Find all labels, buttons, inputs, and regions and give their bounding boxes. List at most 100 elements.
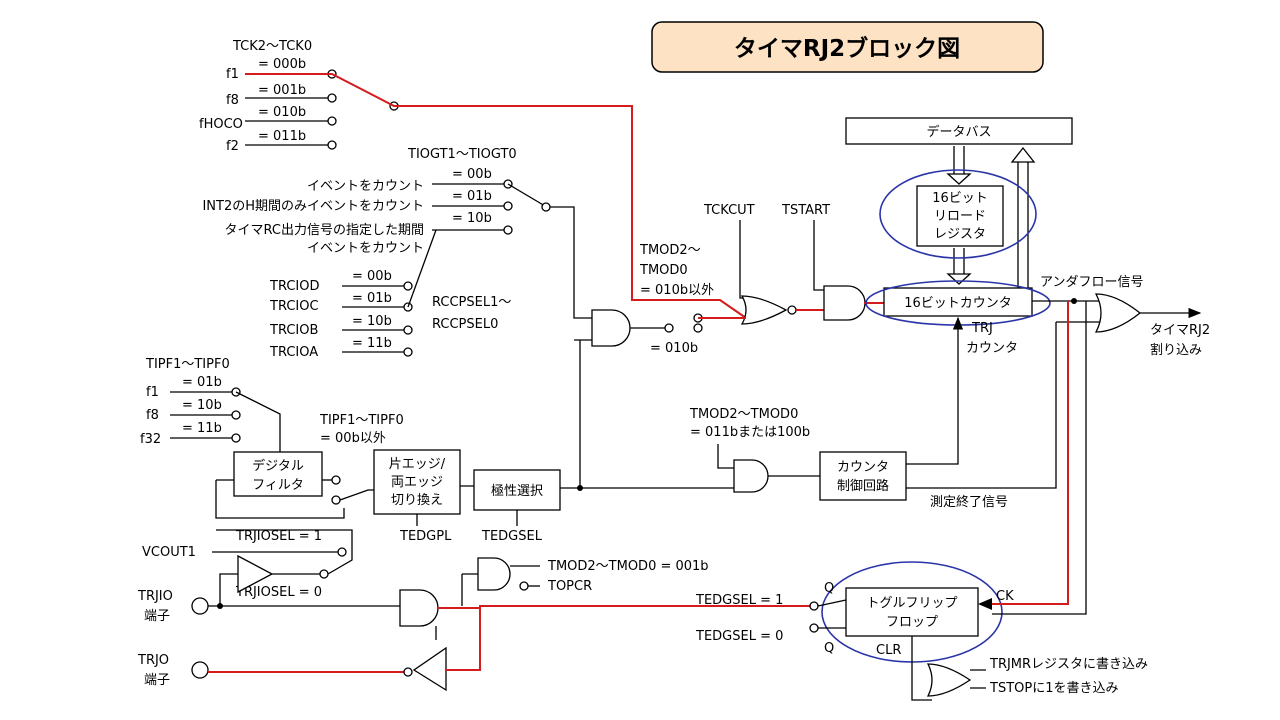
tck-code-0: = 000b: [258, 57, 306, 72]
trj-counter-label: カウンタ: [966, 341, 1018, 356]
edge-select-box: [373, 449, 461, 515]
tipf-other-1: TIPF1～TIPF0: [319, 413, 404, 428]
trj-label: TRJ: [971, 321, 993, 336]
clk-fhoco: fHOCO: [199, 117, 243, 132]
tipf-header: TIPF1～TIPF0: [145, 357, 230, 372]
tmod-eq: = 010b: [650, 341, 698, 356]
clk-f2: f2: [226, 139, 239, 154]
tedgsel1-label: TEDGSEL = 1: [695, 593, 783, 608]
tedgpl-label: TEDGPL: [399, 529, 452, 544]
gate-and-start: [823, 285, 866, 321]
gate-or-clear: [926, 663, 972, 697]
tstart-label: TSTART: [781, 203, 830, 218]
svg-text:制御回路: 制御回路: [837, 478, 889, 494]
underflow-label: アンダフロー信号: [1040, 275, 1143, 290]
trjio-label-2: 端子: [144, 609, 170, 624]
tck-code-3: = 011b: [258, 129, 306, 144]
trjiosel-1: TRJIOSEL = 1: [235, 529, 322, 544]
gate-item-0: イベントをカウント: [307, 179, 424, 194]
tckcut-label: TCKCUT: [703, 203, 755, 218]
q-label: Q: [824, 581, 834, 596]
svg-text:両エッジ: 両エッジ: [391, 475, 443, 490]
tck-header: TCK2～TCK0: [232, 39, 312, 54]
polarity-label: 極性選択: [491, 483, 543, 499]
reload-register-box: [916, 185, 1004, 247]
tmod-cnt-1: TMOD2～TMOD0: [689, 407, 798, 422]
tmod-cnt-2: = 011bまたは100b: [690, 425, 810, 440]
title-box: [651, 21, 1044, 73]
clk-f1: f1: [226, 67, 239, 82]
counter-control-box: [819, 451, 907, 501]
trc-in-1: TRCIOC: [269, 299, 319, 314]
counter-label: 16ビットカウンタ: [904, 296, 1012, 311]
gate-and-measure: [733, 459, 769, 493]
tmod001-label: TMOD2～TMOD0 = 001b: [547, 559, 709, 574]
write-trjmr: TRJMRレジスタに書き込み: [989, 657, 1148, 672]
gate-and-output: [399, 589, 439, 627]
counter-box: [883, 287, 1033, 317]
gate-code-0: = 00b: [452, 167, 492, 182]
trjo-label-2: 端子: [144, 673, 170, 688]
digital-filter-box: [233, 451, 323, 497]
svg-text:16ビット: 16ビット: [932, 191, 988, 206]
clr-label: CLR: [876, 643, 901, 658]
gate-item-3: イベントをカウント: [307, 241, 424, 256]
svg-text:フィルタ: フィルタ: [252, 478, 304, 493]
reload-highlight: [879, 169, 1037, 259]
gate-or-irq: [1094, 293, 1142, 333]
trjo-label-1: TRJO: [137, 653, 169, 668]
trjo-pin: [191, 661, 209, 679]
svg-text:フロップ: フロップ: [886, 615, 938, 630]
tmod-top-3: = 010b以外: [640, 283, 714, 298]
filt-f8: f8: [146, 408, 159, 423]
trjio-label-1: TRJIO: [137, 589, 173, 604]
trc-in-3: TRCIOA: [269, 345, 318, 360]
gate-and-event: [591, 309, 631, 347]
trc-code-2: = 10b: [352, 314, 392, 329]
tipf-other-2: = 00b以外: [320, 431, 386, 446]
gate-code-1: = 01b: [452, 189, 492, 204]
qbar-label: Q: [824, 641, 834, 656]
write-tstop: TSTOPに1を書き込み: [989, 681, 1118, 696]
output-buffer: [412, 646, 447, 692]
filt-f1: f1: [146, 385, 159, 400]
trc-in-2: TRCIOB: [269, 323, 318, 338]
trc-code-3: = 11b: [352, 336, 392, 351]
data-bus-label: データバス: [926, 124, 991, 140]
svg-text:レジスタ: レジスタ: [934, 227, 986, 242]
trjio-pin: [191, 597, 209, 615]
gate-or-clock: [740, 295, 788, 325]
tipf-code-1: = 10b: [182, 398, 222, 413]
irq-label-2: 割り込み: [1150, 342, 1202, 358]
trc-code-0: = 00b: [352, 269, 392, 284]
gate-item-2: タイマRC出力信号の指定した期間: [225, 223, 424, 238]
tipf-code-2: = 11b: [182, 421, 222, 436]
polarity-select-box: [473, 469, 561, 511]
tipf-code-0: = 01b: [182, 375, 222, 390]
trjiosel-0: TRJIOSEL = 0: [235, 585, 322, 600]
svg-text:トグルフリップ: トグルフリップ: [866, 596, 957, 611]
rccpsel-0: RCCPSEL0: [432, 317, 498, 332]
toggle-flipflop-box: [845, 587, 979, 637]
trc-code-1: = 01b: [352, 291, 392, 306]
gate-code-2: = 10b: [452, 211, 492, 226]
tedgsel0-label: TEDGSEL = 0: [695, 629, 783, 644]
vcout-label: VCOUT1: [142, 545, 196, 560]
svg-text:切り換え: 切り換え: [391, 493, 443, 508]
clk-f8: f8: [226, 93, 239, 108]
gate-item-1: INT2のH期間のみイベントをカウント: [202, 199, 424, 214]
svg-text:片エッジ/: 片エッジ/: [389, 457, 446, 472]
tmod-top-2: TMOD0: [639, 263, 688, 278]
rccpsel-1: RCCPSEL1～: [432, 295, 511, 310]
diagram-title: タイマRJ2ブロック図: [734, 35, 960, 62]
tmod-top-1: TMOD2～: [639, 243, 701, 258]
filt-f32: f32: [140, 432, 161, 447]
measure-end-label: 測定終了信号: [930, 494, 1008, 510]
irq-label-1: タイマRJ2: [1150, 323, 1210, 338]
data-bus-box: [845, 117, 1073, 145]
tiogt-header: TIOGT1～TIOGT0: [407, 147, 517, 162]
svg-text:カウンタ: カウンタ: [837, 460, 889, 475]
svg-text:リロード: リロード: [934, 209, 986, 224]
tck-code-2: = 010b: [258, 105, 306, 120]
